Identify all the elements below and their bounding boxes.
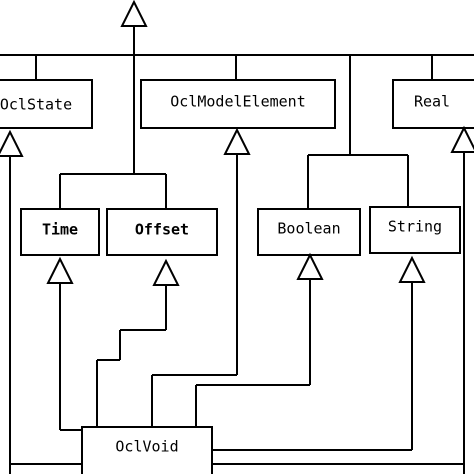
class-oclvoid: OclVoid [81, 426, 213, 474]
arrow-to-real [450, 125, 474, 153]
class-string-label: String [388, 218, 442, 236]
class-string: String [369, 206, 461, 254]
class-real: Real [392, 79, 474, 129]
boolean-string-branch [307, 154, 409, 209]
arrow-to-time [46, 256, 74, 284]
inheritance-arrowheads [0, 125, 474, 286]
class-real-label: Real [414, 93, 450, 111]
class-time: Time [20, 208, 100, 256]
class-boolean-label: Boolean [277, 220, 340, 238]
arrow-to-offset [152, 258, 180, 286]
class-oclstate-label: OclState [0, 96, 72, 114]
class-oclstate: OclState [0, 79, 93, 129]
top-generalization-connectors [0, 0, 474, 174]
class-offset-label: Offset [135, 221, 189, 239]
arrow-to-boolean [296, 252, 324, 280]
class-offset: Offset [106, 208, 218, 256]
oclvoid-generalization-connectors [9, 152, 465, 474]
class-oclmodelelement: OclModelElement [140, 79, 336, 129]
class-time-label: Time [42, 221, 78, 239]
time-offset-branch [59, 173, 167, 209]
class-oclmodelelement-label: OclModelElement [170, 93, 305, 111]
class-boolean: Boolean [257, 208, 361, 256]
arrow-to-string [398, 255, 426, 283]
arrow-to-oclstate [0, 129, 24, 157]
top-inheritance-arrow [120, 0, 148, 27]
class-oclvoid-label: OclVoid [115, 438, 178, 456]
arrow-to-oclmodelelement [223, 127, 251, 155]
